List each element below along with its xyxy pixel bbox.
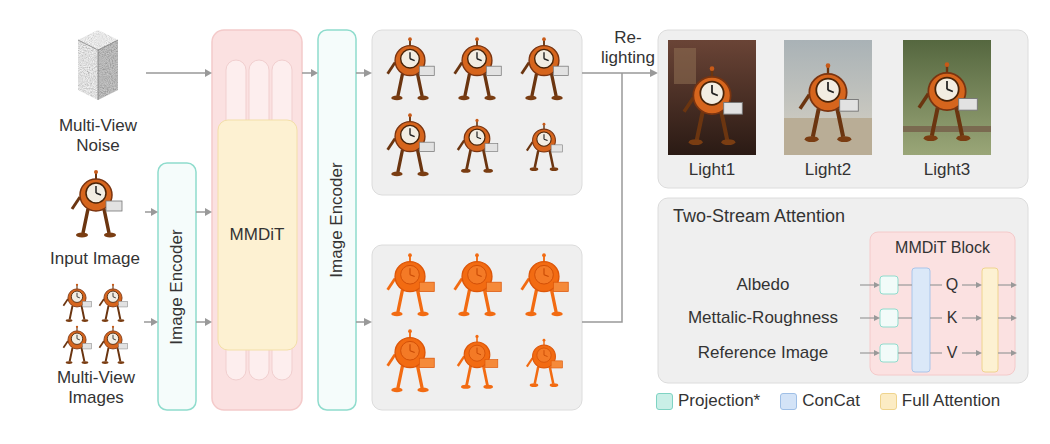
relight-panel: Light1 Light2 Light3 (658, 30, 1028, 188)
qkv-letter: K (942, 308, 962, 328)
legend: Projection* ConCat Full Attention (656, 391, 1000, 411)
input-robot (72, 170, 122, 238)
node-text: Multi-View Noise (50, 116, 146, 156)
node-text: Image Encoder (167, 229, 187, 344)
flow-arrow (196, 208, 212, 326)
flow-arrow (144, 318, 158, 326)
noise-cube (78, 30, 118, 100)
node-text: Multi-View Images (48, 368, 144, 408)
node-text: Image Encoder (327, 162, 347, 277)
pbr-outputs (372, 245, 582, 410)
flow-arrow (302, 69, 318, 77)
encoder-box: Image Encoder (158, 163, 196, 410)
input-node: Multi-View Noise (50, 28, 146, 156)
mmdit-box: MMDiT (212, 30, 302, 410)
mmdit-block (212, 30, 302, 410)
node-text: MMDiT Block (870, 238, 1015, 258)
rgb-outputs (372, 30, 582, 195)
mmdit-block-box: MMDiT Block (870, 232, 1015, 375)
input-node: Multi-View Images (48, 280, 144, 408)
legend-text: ConCat (802, 391, 860, 411)
edge-caption: Re-lighting (592, 28, 664, 68)
flow-wires (356, 73, 651, 322)
node-text: Two-Stream Attention (673, 206, 993, 226)
node-text: Input Image (45, 249, 145, 269)
encoder-box: Image Encoder (318, 30, 356, 410)
qkv-letter: V (942, 343, 962, 363)
qkv-letter: Q (942, 275, 962, 295)
flow-arrow (145, 208, 158, 216)
legend-item: ConCat (780, 391, 860, 411)
stream-label: Mettalic-Roughness (670, 308, 856, 328)
legend-text: Full Attention (902, 391, 1000, 411)
legend-swatch (780, 393, 797, 410)
stream-label: Albedo (670, 275, 856, 295)
multi-view-robots (63, 284, 127, 364)
attention-panel (658, 198, 1028, 383)
node-text: Light1 (672, 160, 752, 180)
legend-item: Projection* (656, 391, 760, 411)
stream-label: Reference Image (670, 343, 856, 363)
node-text: Light2 (788, 160, 868, 180)
input-node: Input Image (45, 165, 145, 269)
node-text: Light3 (907, 160, 987, 180)
legend-swatch (656, 393, 673, 410)
node-text: MMDiT (212, 225, 302, 245)
legend-item: Full Attention (880, 391, 1000, 411)
relight-panel (658, 30, 1028, 188)
flow-heads (364, 69, 658, 326)
legend-swatch (880, 393, 897, 410)
encoder-box (318, 30, 356, 410)
legend-text: Projection* (678, 391, 760, 411)
encoder-box (158, 163, 196, 410)
flow-arrow (146, 69, 212, 77)
